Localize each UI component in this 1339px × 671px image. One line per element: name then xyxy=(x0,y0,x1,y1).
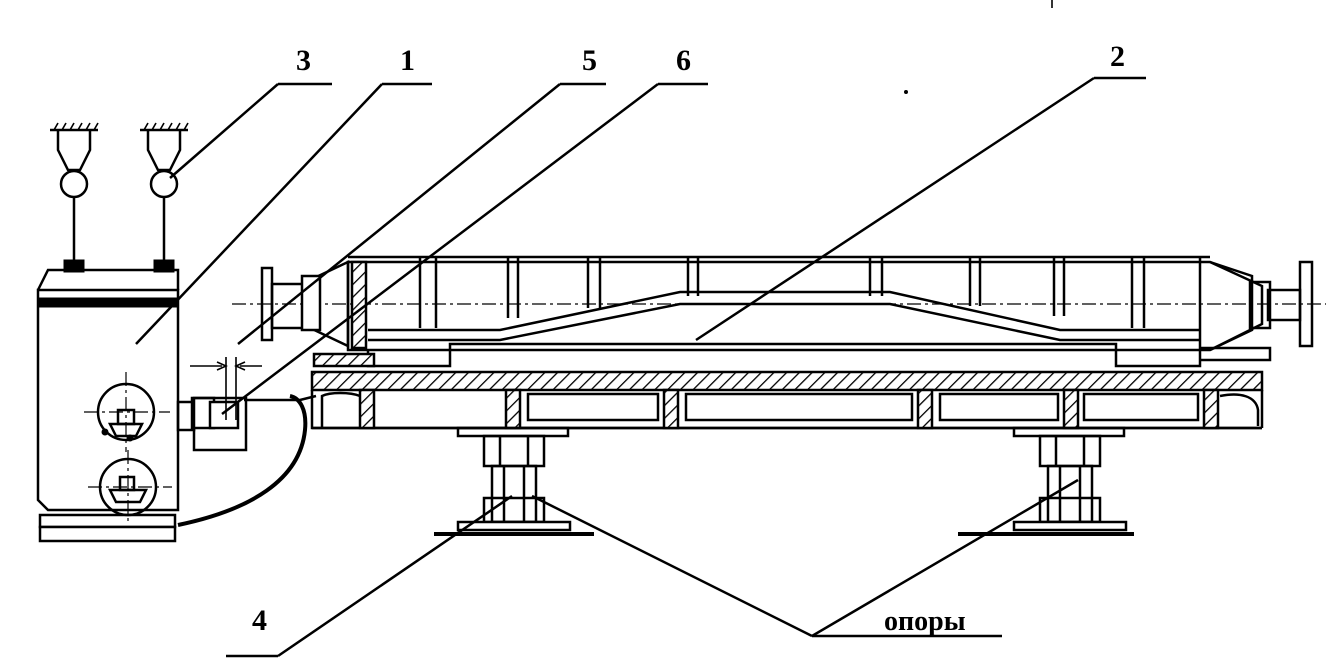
speck xyxy=(904,90,908,94)
cable xyxy=(177,394,308,527)
label-supports: опоры xyxy=(884,606,966,637)
label-4: 4 xyxy=(252,604,267,637)
label-6: 6 xyxy=(676,44,691,77)
label-2: 2 xyxy=(1110,40,1125,73)
leader-lines xyxy=(135,76,1146,658)
coupling-link xyxy=(244,394,317,402)
label-3: 3 xyxy=(296,44,311,77)
drive-unit xyxy=(36,268,262,543)
label-1: 1 xyxy=(400,44,415,77)
ceiling-hanger-right xyxy=(140,122,189,273)
label-5: 5 xyxy=(582,44,597,77)
base-frame xyxy=(310,352,1264,430)
support-left xyxy=(434,426,594,536)
rotor-body xyxy=(232,255,1326,368)
support-right xyxy=(958,426,1134,536)
ceiling-hanger-left xyxy=(50,122,99,273)
